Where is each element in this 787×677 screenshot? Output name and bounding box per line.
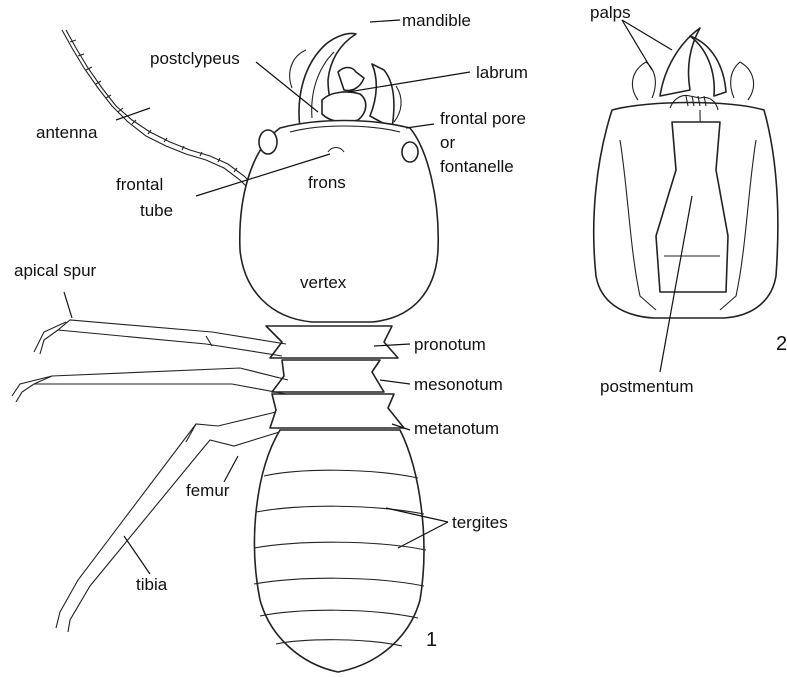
figure-2-head-ventral: palps postmentum 2 — [590, 3, 787, 396]
label-postmentum: postmentum — [600, 377, 694, 396]
label-frons: frons — [308, 173, 346, 192]
label-tergites: tergites — [452, 513, 508, 532]
figure-number-1: 1 — [426, 629, 437, 651]
label-frontal-tube-2: tube — [140, 201, 173, 220]
label-frontal-pore-1: frontal pore — [440, 109, 526, 128]
mandibles-drawing — [290, 33, 401, 128]
label-mesonotum: mesonotum — [414, 375, 503, 394]
label-mandible: mandible — [402, 11, 471, 30]
thorax-drawing — [266, 326, 404, 428]
label-apical-spur: apical spur — [14, 261, 97, 280]
label-femur: femur — [186, 481, 230, 500]
label-antenna: antenna — [36, 123, 98, 142]
figure-1-body: mandible postclypeus labrum antenna fron… — [12, 11, 528, 672]
label-postclypeus: postclypeus — [150, 49, 240, 68]
abdomen-drawing — [254, 430, 426, 672]
label-tibia: tibia — [136, 575, 168, 594]
label-labrum: labrum — [476, 63, 528, 82]
label-palps: palps — [590, 3, 631, 22]
label-vertex: vertex — [300, 273, 347, 292]
label-pronotum: pronotum — [414, 335, 486, 354]
label-frontal-pore-2: or — [440, 133, 455, 152]
label-frontal-tube-1: frontal — [116, 175, 163, 194]
figure-number-2: 2 — [776, 333, 787, 355]
label-metanotum: metanotum — [414, 419, 499, 438]
label-frontal-pore-3: fontanelle — [440, 157, 514, 176]
